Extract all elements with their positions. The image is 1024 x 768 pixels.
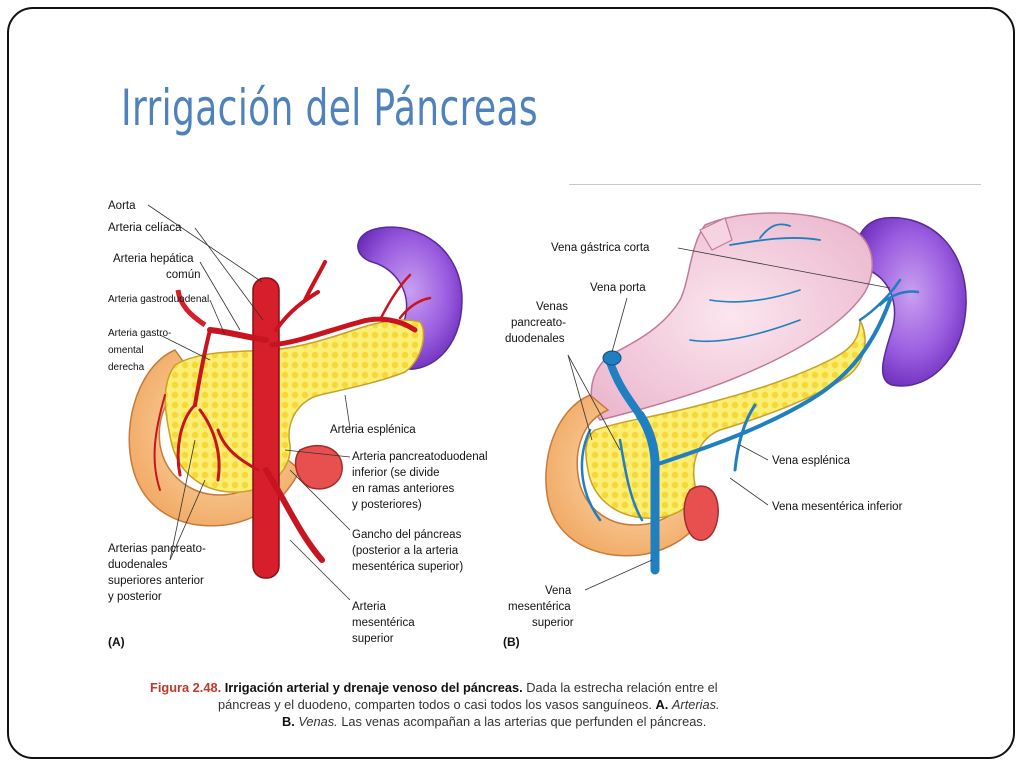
leader-lines: [147, 204, 891, 601]
panel-a-illustration: [128, 226, 463, 579]
label-pd-sup-4: y posterior: [108, 591, 162, 603]
label-pd-sup-2: duodenales: [108, 559, 168, 571]
label-vena-porta: Vena porta: [590, 282, 646, 294]
spleen-b: [855, 216, 967, 387]
label-pd-inf-1: Arteria pancreatoduodenal: [352, 451, 488, 463]
label-pd-inf-4: y posteriores): [352, 499, 422, 511]
label-gancho-3: mesentérica superior): [352, 561, 463, 573]
panel-b-tag: (B): [503, 635, 520, 649]
label-venas-1: Venas: [536, 301, 568, 313]
caption-text2: páncreas y el duodeno, comparten todos o…: [218, 697, 652, 712]
esophagus-b: [699, 217, 733, 251]
label-aorta: Aorta: [108, 200, 136, 212]
label-vena-mes-sup-2: mesentérica: [508, 601, 571, 613]
label-vena-gastrica: Vena gástrica corta: [551, 242, 650, 254]
label-arteria-hepatica-2: común: [166, 269, 201, 281]
arteries-a: [153, 260, 432, 563]
panel-b-labels: Vena gástrica corta Vena porta Venas pan…: [503, 242, 903, 649]
veins-b: [580, 223, 920, 575]
label-gastro-1: Arteria gastro-: [108, 328, 171, 339]
jejunum-a: [294, 444, 343, 490]
label-gastro-3: derecha: [108, 362, 145, 373]
label-vena-mes-sup-3: superior: [532, 617, 574, 629]
label-mes-2: mesentérica: [352, 617, 415, 629]
label-arteria-esplenica: Arteria esplénica: [330, 424, 416, 436]
label-gancho-1: Gancho del páncreas: [352, 529, 462, 541]
label-vena-mes-inf: Vena mesentérica inferior: [772, 501, 903, 513]
caption-fig-num: Figura 2.48.: [150, 680, 222, 695]
label-gastro-2: omental: [108, 345, 144, 356]
caption-text3: Las venas acompañan a las arterias que p…: [341, 714, 707, 729]
label-gancho-2: (posterior a la arteria: [352, 545, 459, 557]
panel-b-illustration: [545, 212, 967, 575]
label-vena-mes-sup-1: Vena: [545, 585, 572, 597]
title-rule: [569, 184, 981, 185]
label-vena-esplenica: Vena esplénica: [772, 455, 851, 467]
slide-title: Irrigación del Páncreas: [121, 79, 539, 137]
caption-text1: Dada la estrecha relación entre el: [526, 680, 718, 695]
label-mes-3: superior: [352, 633, 394, 645]
label-venas-3: duodenales: [505, 333, 565, 345]
label-pd-sup-1: Arterias pancreato-: [108, 543, 206, 555]
caption-b-text: Venas.: [298, 714, 338, 729]
caption-a-text: Arterias.: [671, 697, 720, 712]
label-pd-inf-3: en ramas anteriores: [352, 483, 455, 495]
caption-fig-title: Irrigación arterial y drenaje venoso del…: [224, 680, 523, 695]
caption-b-tag: B.: [282, 714, 295, 729]
stomach-b: [590, 212, 873, 421]
label-arteria-celiaca: Arteria celíaca: [108, 222, 182, 234]
label-venas-2: pancreato-: [511, 317, 566, 329]
label-gastroduodenal: Arteria gastroduodenal: [108, 294, 209, 305]
label-pd-inf-2: inferior (se divide: [352, 467, 440, 479]
label-arteria-hepatica-1: Arteria hepática: [113, 253, 194, 265]
jejunum-b: [683, 485, 719, 541]
caption-a-tag: A.: [655, 697, 669, 712]
panel-a-labels: Aorta Arteria celíaca Arteria hepática c…: [108, 200, 488, 649]
label-mes-1: Arteria: [352, 601, 386, 613]
figure-caption: Figura 2.48. Irrigación arterial y drena…: [150, 679, 930, 730]
panel-a-tag: (A): [108, 635, 125, 649]
label-pd-sup-3: superiores anterior: [108, 575, 204, 587]
aorta: [252, 277, 280, 579]
